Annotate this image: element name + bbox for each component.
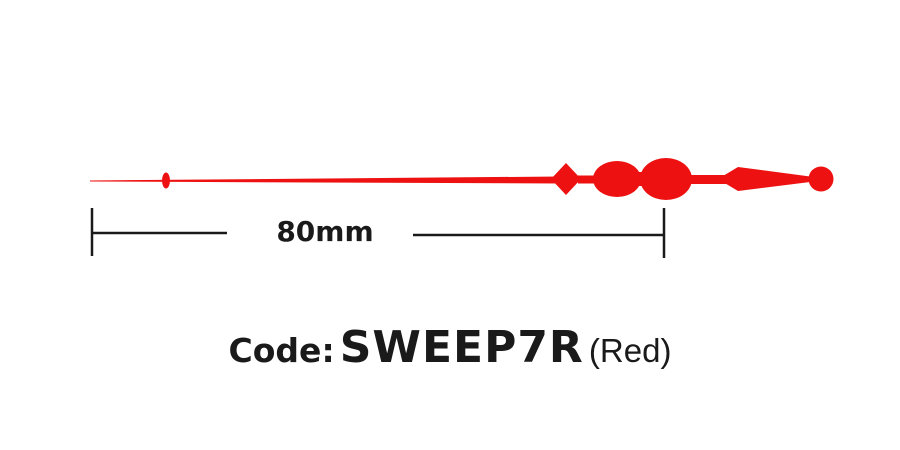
dimension-label: 80mm [276,215,374,248]
hand-connector [578,175,600,184]
hand-counterweight [718,167,810,191]
hand-needle [90,176,560,184]
hand-hub [640,158,692,200]
hand-lume-dot [162,172,170,189]
code-value: SWEEP7R [339,322,584,373]
hand-bulb-small [593,161,641,197]
sweep-hand [90,158,834,200]
hand-diamond [551,163,581,195]
product-code-line: Code: SWEEP7R (Red) [0,322,900,373]
dimension-line [90,208,666,258]
sweep-hand-diagram [90,158,834,258]
hand-stem [688,175,726,184]
code-prefix: Code: [228,331,335,370]
code-color-label: (Red) [588,332,672,369]
hand-tail-circle [808,166,834,192]
